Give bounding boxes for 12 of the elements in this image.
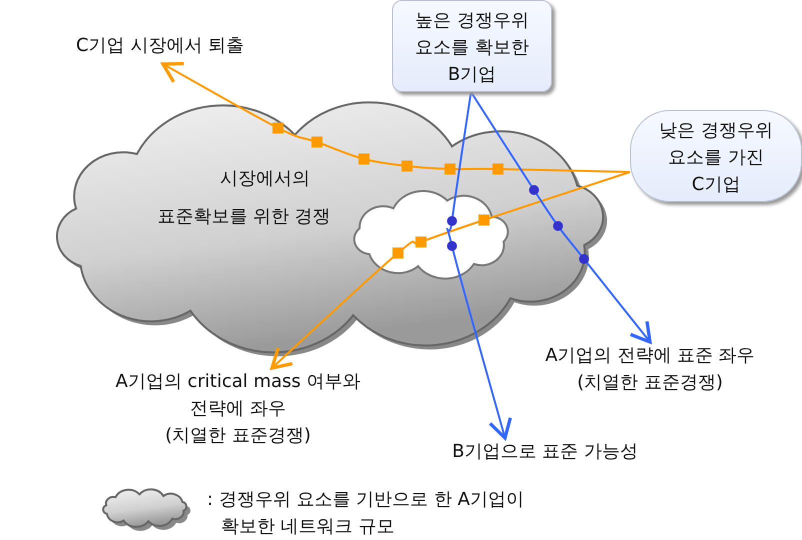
outcome-text: A기업의 critical mass 여부와 전략에 좌우 (치열한 표준경쟁): [103, 368, 373, 453]
outcome-text: C기업 시장에서 퇴출: [40, 32, 280, 64]
arrow: [470, 91, 652, 344]
callout-box: 높은 경쟁우위 요소를 확보한 B기업: [392, 0, 552, 92]
arrow: [270, 171, 630, 370]
outcome-text: B기업으로 표준 가능성: [420, 438, 670, 468]
outcome-text: A기업의 전략에 표준 좌우 (치열한 표준경쟁): [495, 342, 802, 398]
arrow: [446, 92, 512, 441]
cloud-text: 시장에서의 표준확보를 위한 경쟁: [156, 167, 332, 229]
legend-text: : 경쟁우위 요소를 기반으로 한 A기업이 확보한 네트워크 규모: [207, 488, 525, 539]
arrow: [160, 62, 630, 174]
callout-bubble: 낮은 경쟁우위 요소를 가진 C기업: [630, 110, 802, 202]
